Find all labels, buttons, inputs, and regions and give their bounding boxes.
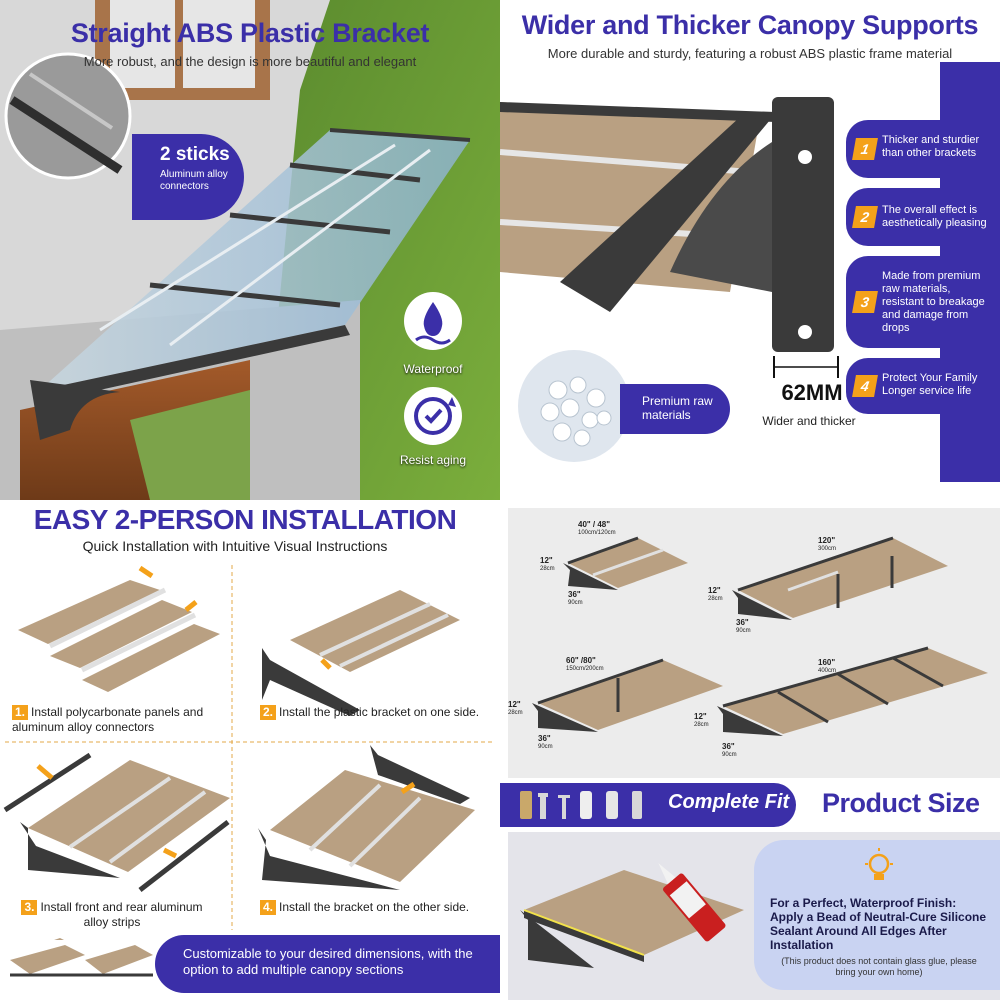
size4-height: 12"28cm: [694, 712, 709, 728]
step-text: Install polycarbonate panels and aluminu…: [12, 705, 204, 734]
step-number: 2.: [260, 705, 277, 720]
install-step-4: 4.Install the bracket on the other side.: [260, 900, 490, 915]
step-number: 1.: [12, 705, 29, 720]
connector-badge: 2 sticks Aluminum alloy connectors: [132, 134, 244, 220]
feature-text: Protect Your Family Longer service life: [882, 372, 978, 397]
size3-height: 12"28cm: [508, 700, 523, 716]
size-variants-illustration: [532, 536, 988, 736]
feature-number: 1: [852, 138, 878, 160]
step-number: 3.: [21, 900, 38, 915]
sealant-note: (This product does not contain glass glu…: [781, 956, 977, 977]
complete-fit-bar: Complete Fit: [500, 783, 796, 827]
feature-item-3: 3 Made from premium raw materials, resis…: [846, 256, 1000, 348]
bracket-subtitle: More robust, and the design is more beau…: [83, 54, 417, 69]
thickness-value: 62MM: [781, 380, 843, 405]
feature-text: The overall effect is aesthetically plea…: [882, 204, 987, 229]
product-size-heading: Product Size: [822, 788, 980, 818]
bracket-feature-panel: Straight ABS Plastic Bracket More robust…: [0, 0, 500, 500]
sealant-card: [754, 840, 1000, 990]
installation-subtitle: Quick Installation with Intuitive Visual…: [82, 538, 388, 554]
thickness-caption: Wider and thicker: [762, 414, 856, 428]
feature-item-4: 4 Protect Your Family Longer service lif…: [846, 358, 1000, 414]
step-text: Install the bracket on the other side.: [279, 900, 470, 914]
size3-width: 60" /80"150cm/200cm: [566, 656, 604, 672]
resist-aging-label: Resist aging: [399, 453, 467, 467]
product-size-panel: 40" / 48"100cm/120cm 12"28cm 36"90cm 120…: [500, 500, 1000, 1000]
sealant-instructions: For a Perfect, Waterproof Finish: Apply …: [770, 896, 987, 952]
step-text: Install front and rear aluminum alloy st…: [40, 900, 203, 929]
installation-panel: EASY 2-PERSON INSTALLATION Quick Install…: [0, 500, 500, 1000]
waterproof-label: Waterproof: [403, 362, 463, 376]
size4-width: 160"400cm: [818, 658, 837, 674]
hardware-kit-icon: [520, 791, 642, 819]
canopy-supports-panel: Wider and Thicker Canopy Supports More d…: [500, 0, 1000, 500]
raw-materials-badge: Premium raw materials: [620, 384, 730, 434]
installation-steps-illustration: [3, 565, 495, 940]
install-step-2: 2.Install the plastic bracket on one sid…: [260, 705, 490, 720]
feature-number: 4: [852, 375, 878, 397]
install-step-3: 3.Install front and rear aluminum alloy …: [12, 900, 212, 930]
size3-depth: 36"90cm: [538, 734, 553, 750]
lightbulb-icon: [865, 848, 893, 880]
size1-depth: 36"90cm: [568, 590, 583, 606]
supports-title: Wider and Thicker Canopy Supports: [521, 10, 979, 40]
feature-text: Thicker and sturdier than other brackets: [882, 134, 980, 159]
sealant-illustration: [520, 863, 744, 968]
feature-item-1: 1 Thicker and sturdier than other bracke…: [846, 120, 1000, 178]
installation-title: EASY 2-PERSON INSTALLATION: [33, 504, 457, 535]
feature-number: 2: [852, 206, 878, 228]
measure-arrows: [773, 356, 839, 378]
customize-note: Customizable to your desired dimensions,…: [155, 935, 500, 993]
feature-item-2: 2 The overall effect is aesthetically pl…: [846, 188, 1000, 246]
raw-material-pellets: [518, 350, 630, 462]
supports-subtitle: More durable and sturdy, featuring a rob…: [547, 46, 953, 61]
size2-height: 12"28cm: [708, 586, 723, 602]
step-number: 4.: [260, 900, 277, 915]
step-text: Install the plastic bracket on one side.: [279, 705, 480, 719]
anti-aging-icon: [404, 387, 462, 445]
feature-number: 3: [852, 291, 878, 313]
connector-count: 2 sticks: [160, 144, 230, 165]
complete-fit-label: Complete Fit: [668, 791, 790, 813]
size2-depth: 36"90cm: [736, 618, 751, 634]
bracket-closeup-illustration: [500, 97, 834, 352]
sealant-tube-icon: [658, 863, 726, 942]
size1-width: 40" / 48"100cm/120cm: [578, 520, 616, 536]
awning-scene-illustration: [0, 0, 500, 500]
size2-width: 120"300cm: [818, 536, 837, 552]
feature-text: Made from premium raw materials, resista…: [882, 270, 985, 334]
connector-desc: Aluminum alloy connectors: [160, 169, 228, 192]
multi-section-illustration: [10, 945, 153, 977]
install-step-1: 1.Install polycarbonate panels and alumi…: [12, 705, 222, 735]
size1-height: 12"28cm: [540, 556, 555, 572]
size4-depth: 36"90cm: [722, 742, 737, 758]
bracket-title: Straight ABS Plastic Bracket: [70, 18, 430, 48]
water-drop-icon: [404, 292, 462, 350]
